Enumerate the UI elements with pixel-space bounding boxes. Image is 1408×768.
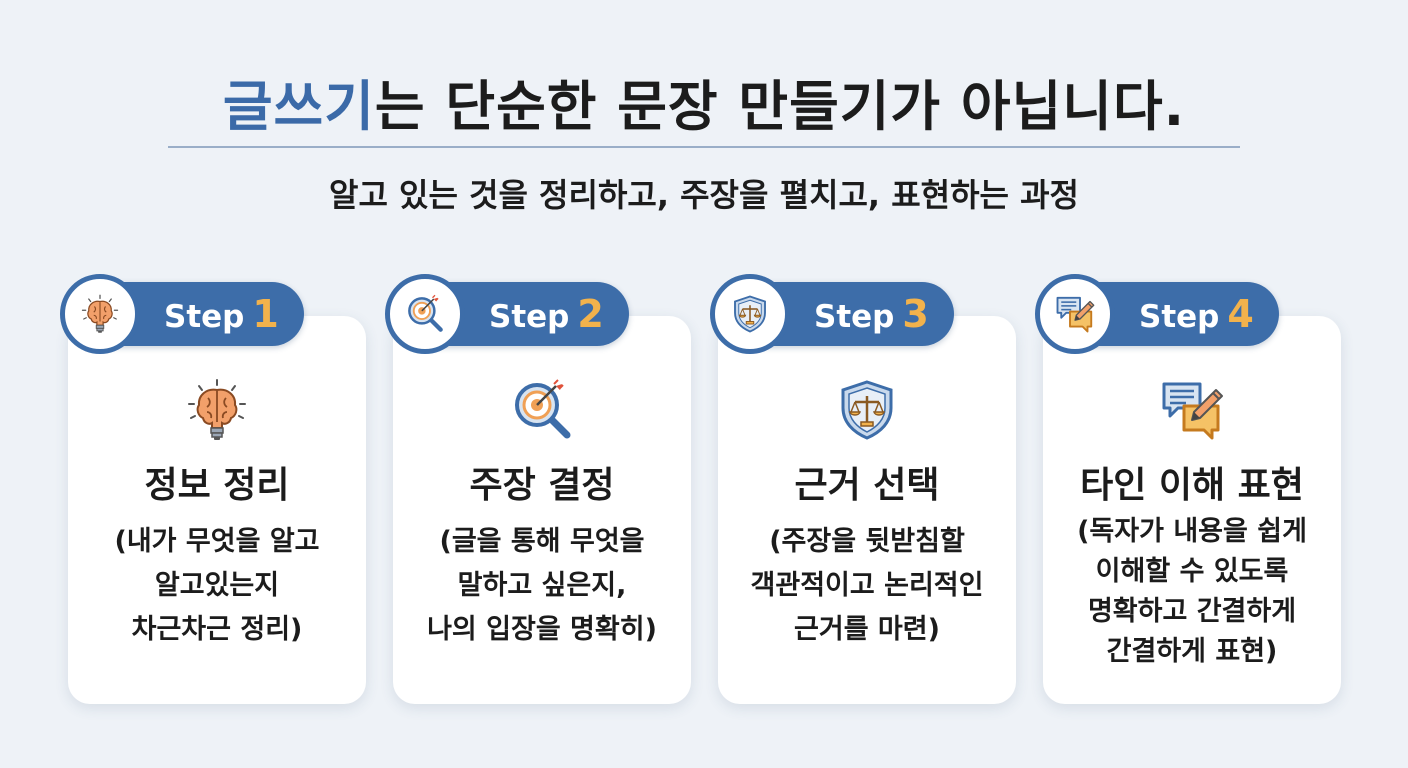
step-label: Step: [164, 299, 245, 335]
step-description-line: 이해할 수 있도록: [1095, 556, 1289, 587]
step-description: (내가 무엇을 알고 알고있는지 차근차근 정리): [68, 520, 366, 652]
chat-pencil-icon: [1055, 294, 1095, 334]
target-magnifier-icon: [510, 378, 574, 442]
step-label: Step: [1139, 299, 1220, 335]
step-title: 근거 선택: [794, 465, 940, 506]
title-divider: [168, 146, 1240, 148]
step-description-line: (글을 통해 무엇을: [439, 526, 645, 557]
title-rest: 는 단순한 문장 만들기가 아닙니다.: [374, 75, 1186, 138]
chat-pencil-icon: [1160, 378, 1224, 442]
target-magnifier-icon: [405, 294, 445, 334]
step-description-line: 말하고 싶은지,: [457, 570, 627, 601]
step-label: Step: [814, 299, 895, 335]
step-title: 주장 결정: [469, 465, 615, 506]
step-number: 2: [577, 292, 604, 336]
brain-lightbulb-icon: [185, 378, 249, 442]
step-number: 4: [1227, 292, 1254, 336]
page-title: 글쓰기는 단순한 문장 만들기가 아닙니다.: [0, 62, 1408, 141]
step-label: Step: [489, 299, 570, 335]
step-description-line: (내가 무엇을 알고: [114, 526, 320, 557]
step-title: 타인 이해 표현: [1080, 465, 1304, 506]
step-description: (독자가 내용을 쉽게 이해할 수 있도록 명확하고 간결하게 간결하게 표현): [1043, 512, 1341, 672]
step-description-line: 간결하게 표현): [1106, 636, 1278, 667]
title-accent: 글쓰기: [222, 75, 375, 138]
step-description-line: 차근차근 정리): [131, 614, 303, 645]
shield-scale-icon: [835, 378, 899, 442]
step-card-2: 주장 결정 (글을 통해 무엇을 말하고 싶은지, 나의 입장을 명확히): [393, 316, 691, 704]
page-subtitle: 알고 있는 것을 정리하고, 주장을 펼치고, 표현하는 과정: [329, 176, 1079, 214]
step-card-3: 근거 선택 (주장을 뒷받침할 객관적이고 논리적인 근거를 마련): [718, 316, 1016, 704]
step-card-4: 타인 이해 표현 (독자가 내용을 쉽게 이해할 수 있도록 명확하고 간결하게…: [1043, 316, 1341, 704]
step-description-line: 알고있는지: [154, 570, 280, 601]
step-description-line: 객관적이고 논리적인: [750, 570, 984, 601]
step-description-line: (독자가 내용을 쉽게: [1077, 516, 1307, 547]
step-number: 1: [252, 292, 279, 336]
step-description-line: 명확하고 간결하게: [1087, 596, 1297, 627]
step-description-line: 나의 입장을 명확히): [427, 614, 657, 645]
step-description: (주장을 뒷받침할 객관적이고 논리적인 근거를 마련): [718, 520, 1016, 652]
step-number: 3: [902, 292, 929, 336]
step-card-1: 정보 정리 (내가 무엇을 알고 알고있는지 차근차근 정리): [68, 316, 366, 704]
step-title: 정보 정리: [144, 465, 290, 506]
brain-lightbulb-icon: [80, 294, 120, 334]
shield-scale-icon: [730, 294, 770, 334]
step-description-line: (주장을 뒷받침할: [769, 526, 965, 557]
step-description-line: 근거를 마련): [794, 614, 940, 645]
step-description: (글을 통해 무엇을 말하고 싶은지, 나의 입장을 명확히): [393, 520, 691, 652]
